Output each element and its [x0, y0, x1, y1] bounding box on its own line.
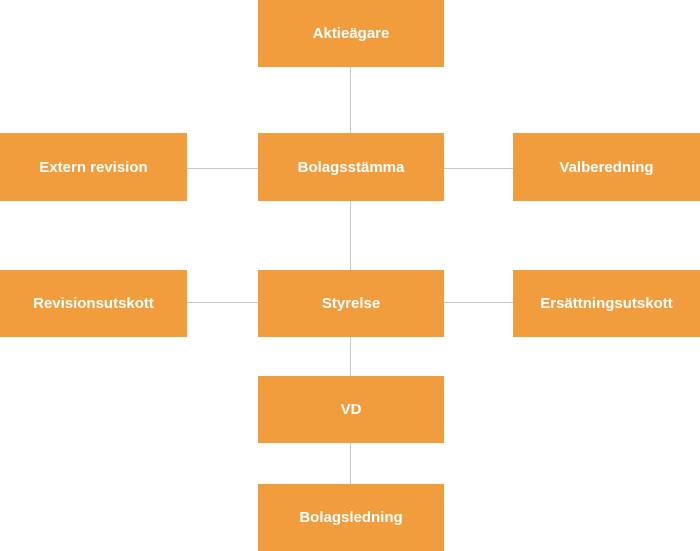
node-shareholders-label: Aktieägare	[312, 25, 390, 42]
node-external-audit: Extern revision	[0, 133, 187, 201]
connector-shareholders-meeting	[350, 67, 351, 133]
node-nomination-committee-label: Valberedning	[559, 158, 654, 176]
node-external-audit-label: Extern revision	[39, 158, 148, 176]
node-management-label: Bolagsledning	[299, 509, 403, 526]
node-ceo: VD	[258, 376, 444, 443]
connector-meeting-external-audit	[187, 168, 258, 169]
connector-board-ceo	[350, 337, 351, 376]
node-ceo-label: VD	[340, 401, 362, 418]
node-remuneration-committee-label: Ersättningsutskott	[540, 295, 673, 312]
node-general-meeting: Bolagsstämma	[258, 133, 444, 201]
node-board: Styrelse	[258, 270, 444, 337]
node-remuneration-committee: Ersättningsutskott	[513, 270, 700, 337]
connector-board-remuneration	[444, 302, 513, 303]
node-general-meeting-label: Bolagsstämma	[297, 158, 405, 176]
connector-board-audit-committee	[187, 302, 258, 303]
connector-meeting-nomination	[444, 168, 513, 169]
node-audit-committee: Revisionsutskott	[0, 270, 187, 337]
node-management: Bolagsledning	[258, 484, 444, 551]
node-audit-committee-label: Revisionsutskott	[33, 295, 154, 312]
node-board-label: Styrelse	[321, 295, 381, 312]
node-nomination-committee: Valberedning	[513, 133, 700, 201]
node-shareholders: Aktieägare	[258, 0, 444, 67]
connector-ceo-management	[350, 443, 351, 484]
connector-meeting-board	[350, 201, 351, 270]
